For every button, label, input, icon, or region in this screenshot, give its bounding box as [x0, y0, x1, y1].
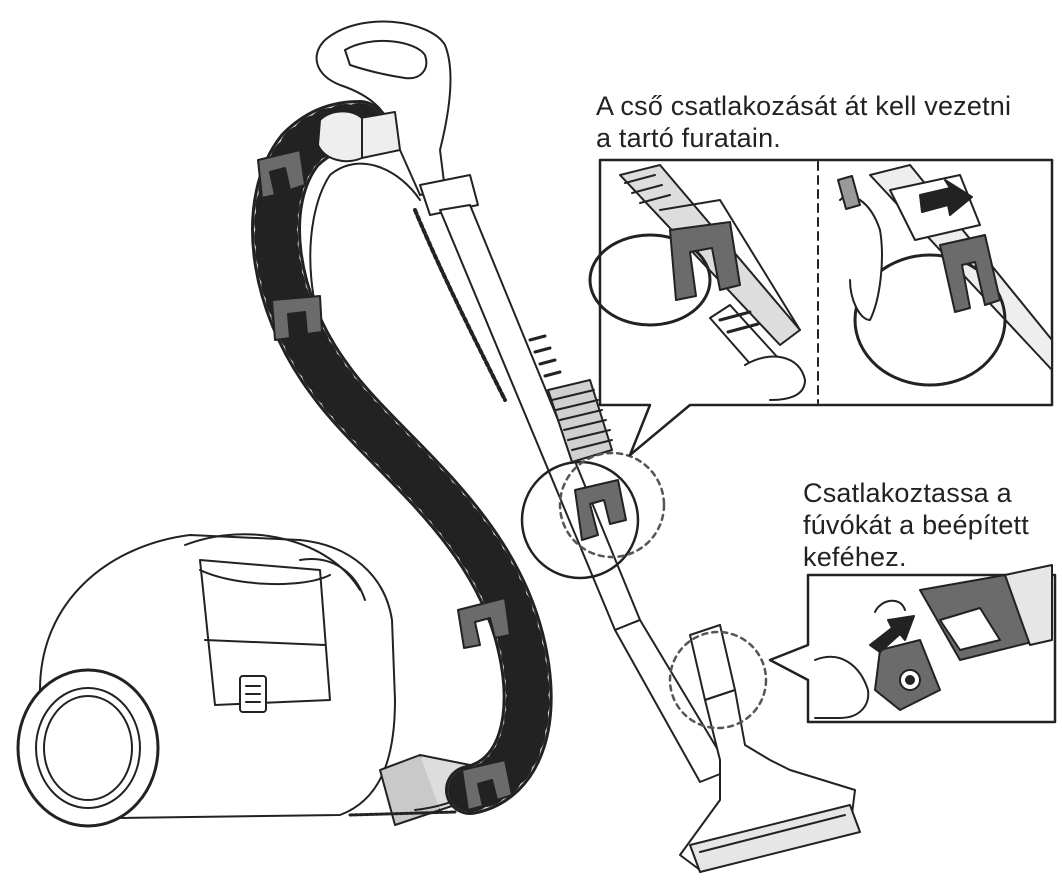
hose-clip-icon — [461, 759, 513, 811]
hose-clip-icon — [271, 295, 323, 341]
caption-nozzle: Csatlakoztassa a fúvókát a beépített kef… — [803, 477, 1029, 573]
direction-arrow-icon — [919, 179, 973, 216]
detail-panel-nozzle — [768, 564, 1057, 724]
direction-arrow-icon — [869, 615, 915, 653]
hose-clips — [257, 149, 627, 811]
caption-hose-routing-line1: A cső csatlakozását át kell vezetni — [596, 91, 1012, 121]
caption-hose-routing: A cső csatlakozását át kell vezetni a ta… — [596, 90, 1011, 154]
hose-clip-icon — [574, 479, 627, 541]
hose-clip-icon — [257, 149, 306, 199]
caption-nozzle-line2: fúvókát a beépített — [803, 510, 1029, 540]
magnifier-callout-clip — [520, 451, 768, 730]
floor-nozzle — [679, 689, 861, 873]
detail-panel-hose-routing — [588, 158, 1054, 457]
caption-hose-routing-line2: a tartó furatain. — [596, 123, 782, 153]
clip-detail-left — [588, 164, 806, 401]
caption-nozzle-line3: keféhez. — [803, 542, 907, 572]
hose-clip-icon — [457, 597, 511, 649]
handle — [315, 20, 479, 216]
caption-nozzle-line1: Csatlakoztassa a — [803, 478, 1012, 508]
clip-detail-right — [837, 164, 1053, 387]
vacuum-wheel — [16, 668, 160, 828]
